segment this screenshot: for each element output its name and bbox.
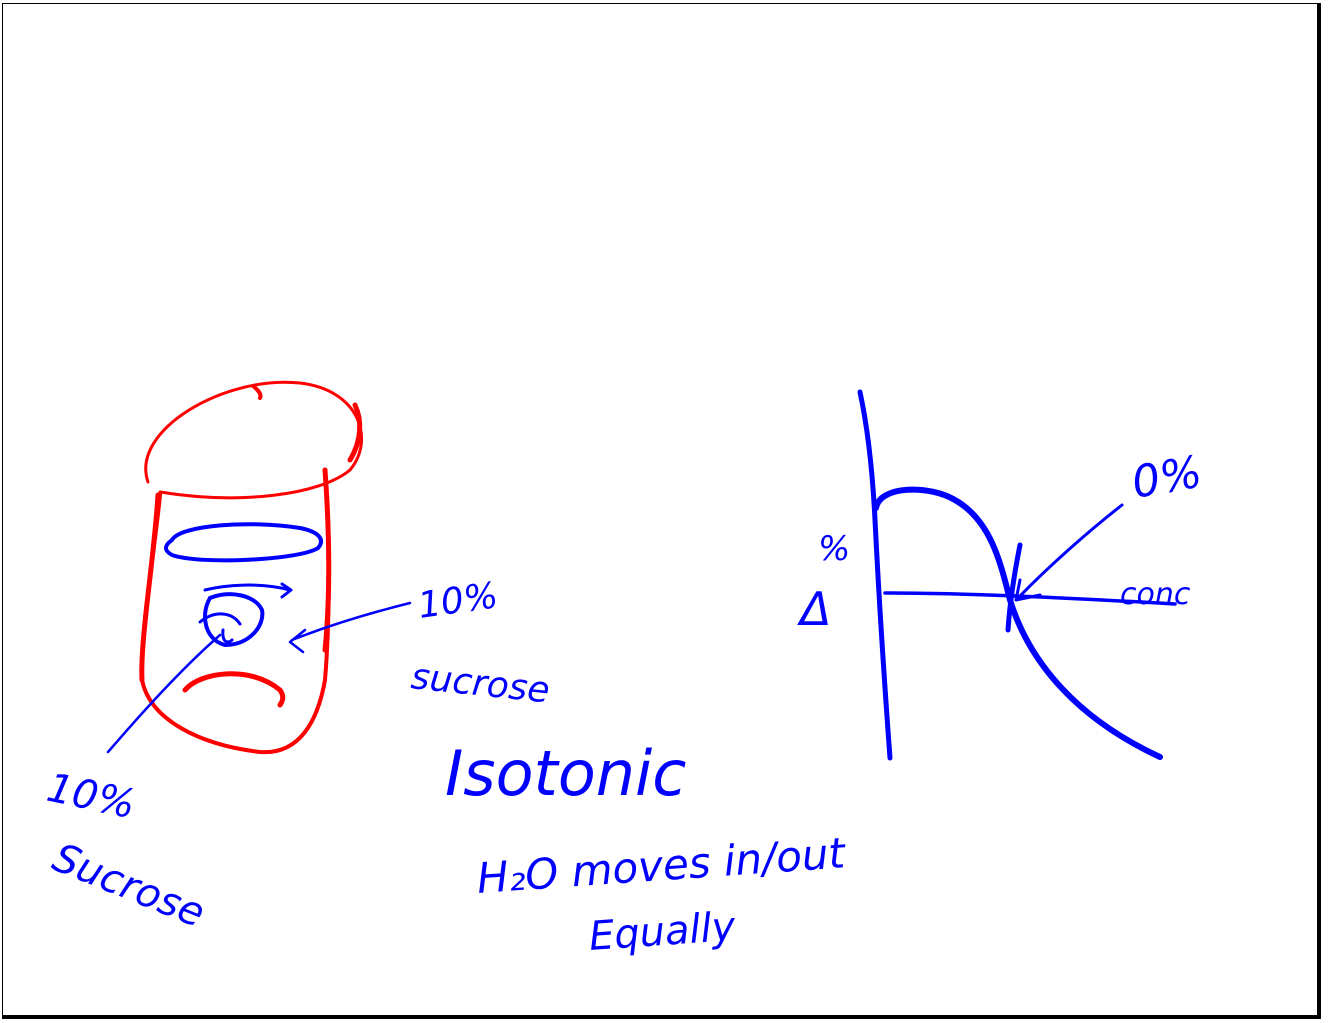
- graph-point-label: 0%: [1128, 446, 1206, 508]
- inside-solute-label: sucrose: [409, 656, 552, 711]
- inside-conc-label: 10%: [416, 575, 501, 627]
- red-cell-drawing: [139, 380, 364, 755]
- graph-y-label-pct: %: [818, 529, 850, 569]
- inner-ellipse: [164, 522, 323, 563]
- outside-solute-label: Sucrose: [46, 835, 211, 937]
- outside-conc-label: 10%: [43, 765, 140, 828]
- outside-label-line: [106, 633, 222, 754]
- graph: [857, 389, 1177, 761]
- graph-x-label: conc: [1120, 577, 1191, 612]
- graph-y-label-delta: Δ: [797, 582, 831, 636]
- inside-label-arrow: [288, 601, 412, 654]
- graph-curve: [873, 486, 1163, 760]
- graph-point-arrow: [1014, 503, 1124, 602]
- note-line-2: Equally: [587, 904, 738, 960]
- graph-y-axis: [857, 389, 893, 761]
- molecule-scribble: [198, 582, 293, 647]
- page-border: [2, 3, 1321, 1019]
- note-line-1: H₂O moves in/out: [475, 828, 848, 903]
- isotonic-title: Isotonic: [445, 737, 686, 810]
- graph-x-axis: [883, 591, 1177, 606]
